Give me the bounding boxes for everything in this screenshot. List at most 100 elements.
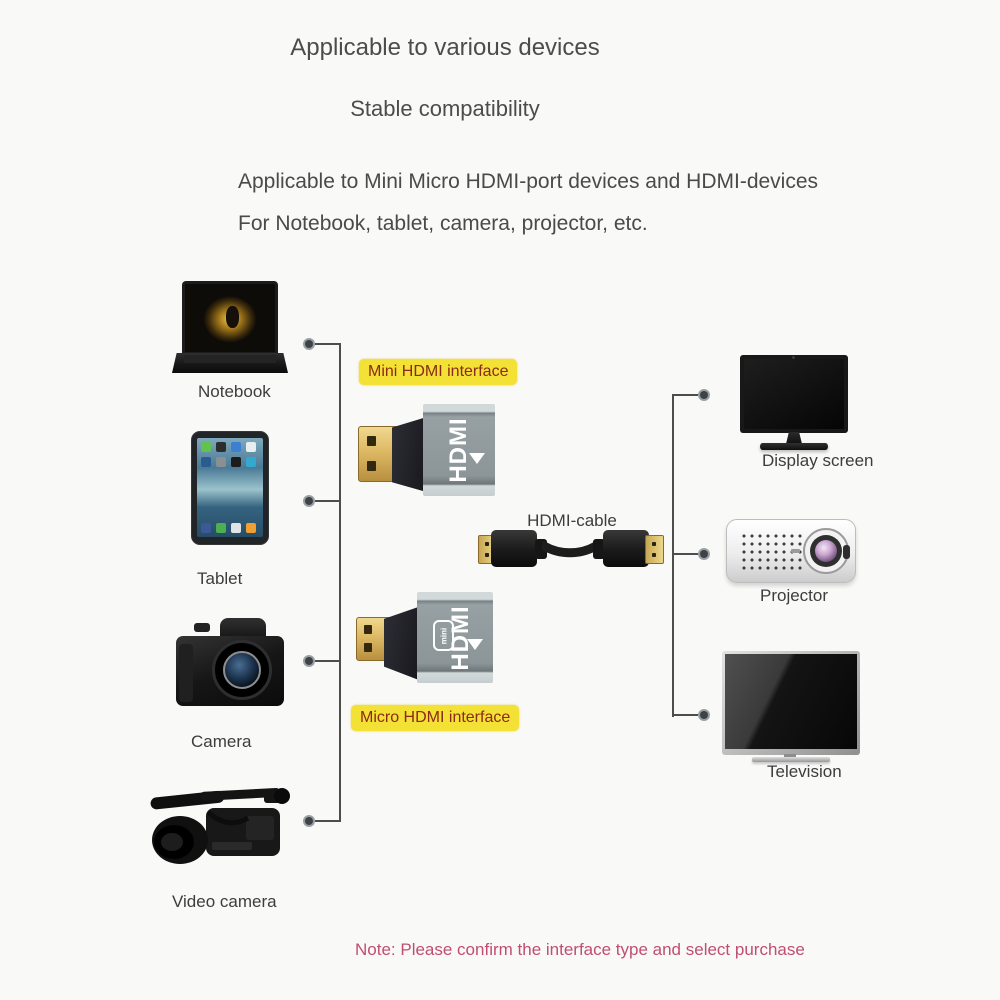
mini-hdmi-adapter-illustration: HDMI	[355, 403, 497, 497]
adapter-printed-text: HDMI	[445, 417, 472, 483]
television-screen	[725, 654, 857, 749]
purchase-note: Note: Please confirm the interface type …	[355, 940, 805, 959]
video-camera-connector-line	[309, 820, 341, 822]
tablet-dock-icon	[216, 523, 226, 533]
tablet-connector-dot	[305, 497, 313, 505]
television-illustration	[722, 651, 860, 764]
monitor-frame	[740, 355, 848, 433]
television-stand-post	[784, 754, 796, 758]
camera-viewfinder-hump	[220, 618, 266, 640]
micro-hdmi-plug-pin	[364, 625, 372, 634]
notebook-screen	[182, 281, 278, 355]
television-connector-line	[672, 714, 703, 716]
cable-left-connector	[491, 530, 537, 567]
tablet-screen	[197, 438, 263, 537]
cable-right-neck	[593, 539, 605, 559]
hdmi-cable-label: HDMI-cable	[527, 511, 617, 530]
hdmi-cable-illustration	[478, 528, 664, 570]
cable-pin-hole	[485, 542, 489, 546]
hdmi-arrow-icon	[467, 639, 483, 650]
projector-side-button	[843, 545, 850, 559]
camera-shutter-button	[194, 623, 210, 632]
mini-hdmi-plug-pin	[367, 461, 376, 471]
micro-hdmi-interface-label: Micro HDMI interface	[351, 705, 520, 731]
tablet-dock-icon	[231, 523, 241, 533]
right-bracket-vertical-line	[672, 394, 674, 717]
camera-illustration	[176, 618, 284, 708]
video-camera-lens-glass	[161, 833, 183, 851]
mini-hdmi-plug-pin	[367, 436, 376, 446]
projector-connector-line	[672, 553, 703, 555]
cable-pin-hole	[652, 542, 656, 546]
video-camera-handle	[200, 788, 281, 801]
cable-right-connector	[603, 530, 649, 567]
monitor-stand-neck	[786, 432, 802, 444]
camera-grip	[179, 644, 193, 702]
page-title: Applicable to various devices	[290, 34, 600, 61]
camera-lens	[212, 640, 272, 700]
display-screen-label: Display screen	[762, 451, 874, 470]
video-camera-label: Video camera	[172, 892, 277, 911]
tablet-app-icon	[231, 457, 241, 467]
description-line2: For Notebook, tablet, camera, projector,…	[238, 212, 648, 235]
adapter-body: HDMI	[423, 404, 495, 496]
video-camera-eyecup	[274, 788, 290, 804]
cable-pin-hole	[485, 553, 489, 557]
notebook-base	[172, 353, 288, 373]
tablet-label: Tablet	[197, 569, 243, 588]
monitor-screen	[744, 359, 844, 429]
tablet-connector-line	[309, 500, 341, 502]
projector-lens-glass	[815, 540, 837, 562]
television-frame	[722, 651, 860, 755]
notebook-keyboard	[184, 355, 276, 363]
hdmi-arrow-icon	[469, 453, 485, 464]
television-connector-dot	[700, 711, 708, 719]
projector-illustration	[726, 519, 856, 585]
notebook-logo	[226, 306, 239, 328]
display-connector-dot	[700, 391, 708, 399]
display-connector-line	[672, 394, 703, 396]
display-screen-illustration	[740, 355, 848, 451]
video-camera-connector-dot	[305, 817, 313, 825]
adapter-mini-badge: mini	[433, 620, 454, 651]
projector-label: Projector	[760, 586, 829, 605]
cable-right-gold-tip	[645, 535, 664, 564]
notebook-illustration	[172, 281, 288, 377]
television-label: Television	[767, 762, 842, 781]
camera-connector-dot	[305, 657, 313, 665]
projector-connector-dot	[700, 550, 708, 558]
video-camera-cassette-door	[246, 816, 274, 840]
camera-connector-line	[309, 660, 341, 662]
camera-lens-glass	[223, 651, 261, 689]
tablet-app-icon	[216, 442, 226, 452]
cable-pin-hole	[652, 553, 656, 557]
adapter-body: mini HDMI	[417, 592, 493, 683]
tablet-app-icon	[216, 457, 226, 467]
micro-hdmi-plug-pin	[364, 643, 372, 652]
notebook-label: Notebook	[198, 382, 271, 401]
video-camera-controls	[212, 842, 252, 850]
video-camera-illustration	[150, 788, 290, 864]
tablet-app-icon	[246, 457, 256, 467]
tablet-app-icon	[201, 442, 211, 452]
left-bracket-vertical-line	[339, 343, 341, 822]
camera-label: Camera	[191, 732, 252, 751]
micro-hdmi-adapter-illustration: mini HDMI	[351, 591, 493, 685]
tablet-illustration	[191, 431, 269, 545]
notebook-connector-dot	[305, 340, 313, 348]
monitor-webcam-dot	[792, 356, 795, 359]
video-camera-strap	[206, 810, 250, 826]
tablet-dock-icon	[201, 523, 211, 533]
projector-body	[726, 519, 856, 583]
projector-logo	[791, 549, 800, 553]
adapter-printed-text: HDMI	[447, 604, 475, 671]
television-stand-base	[752, 757, 830, 762]
mini-hdmi-interface-label: Mini HDMI interface	[359, 359, 518, 385]
monitor-stand-base	[760, 443, 828, 450]
tablet-dock-icon	[246, 523, 256, 533]
description-line1: Applicable to Mini Micro HDMI-port devic…	[238, 170, 819, 193]
tablet-app-icon	[231, 442, 241, 452]
tablet-app-icon	[201, 457, 211, 467]
tablet-app-icon	[246, 442, 256, 452]
